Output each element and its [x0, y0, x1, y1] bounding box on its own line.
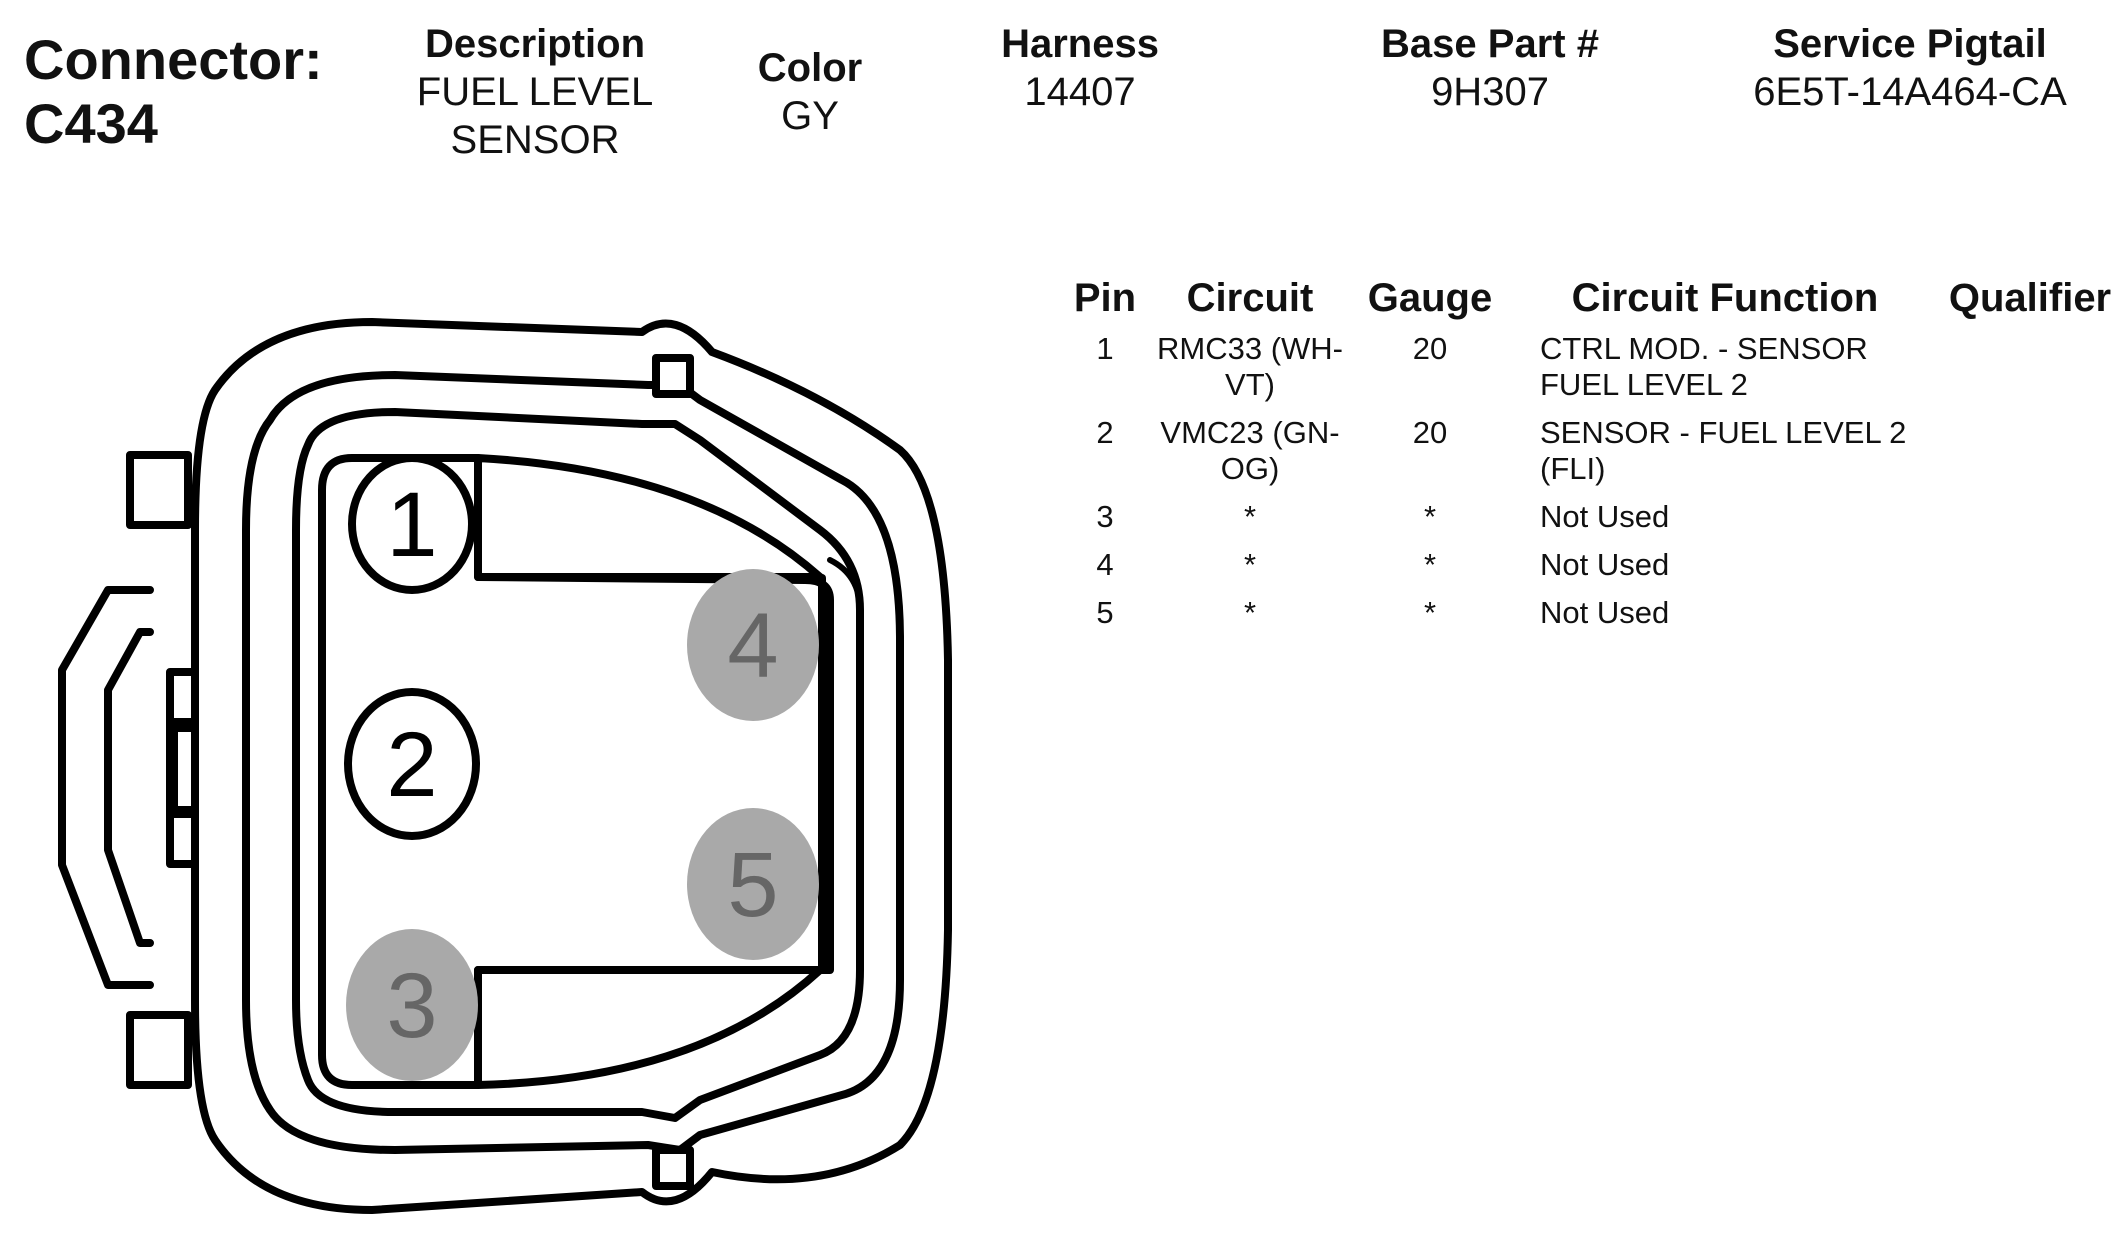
pin-5: 5: [687, 808, 819, 960]
cell-circuit: RMC33 (WH-VT): [1150, 331, 1350, 415]
pin-4-label: 4: [727, 595, 778, 697]
header-circuit: Circuit: [1186, 276, 1314, 320]
cell-circuit-line2: OG): [1220, 451, 1280, 486]
pin-3-label: 3: [386, 955, 437, 1057]
base-part-label: Base Part #: [1381, 22, 1599, 66]
description-column: Description FUEL LEVEL SENSOR: [370, 20, 700, 164]
cell-pin: 4: [1096, 547, 1114, 582]
connector-face-diagram: 1 2 3 4 5: [58, 318, 952, 1214]
latch-bracket-outer: [58, 586, 154, 989]
table-row: 4 * * Not Used: [1060, 547, 2120, 595]
cavity-wedge-bottom: [474, 966, 824, 1089]
description-label: Description: [424, 22, 646, 66]
housing-right-bulge: [827, 557, 863, 613]
harness-column: Harness 14407: [960, 20, 1200, 116]
pin-2: 2: [344, 688, 480, 840]
pin-table: Pin Circuit Gauge Circuit Function Quali…: [1060, 270, 2120, 643]
cell-function-line1: SENSOR - FUEL LEVEL 2: [1540, 415, 1907, 450]
cell-function-line1: CTRL MOD. - SENSOR: [1540, 331, 1868, 366]
cell-qualifier: [1940, 499, 2120, 547]
cell-function-line1: Not Used: [1540, 595, 1670, 630]
header-gauge: Gauge: [1367, 276, 1493, 320]
description-value-line1: FUEL LEVEL: [416, 70, 654, 114]
base-part-column: Base Part # 9H307: [1340, 20, 1640, 116]
pins-layer: 1 2 3 4 5: [344, 454, 819, 1081]
cell-pin: 2: [1096, 415, 1114, 450]
header-circuit-function: Circuit Function: [1571, 276, 1879, 320]
notch-top: [652, 354, 694, 398]
cell-pin: 5: [1096, 595, 1114, 630]
connector-id: C434: [24, 92, 158, 155]
pin-3-cavity: [346, 929, 478, 1081]
pin-1: 1: [348, 454, 476, 594]
description-value-line2: SENSOR: [450, 118, 620, 162]
cell-gauge: 20: [1412, 415, 1448, 450]
color-label: Color: [757, 46, 863, 90]
cell-circuit-function: SENSOR - FUEL LEVEL 2(FLI): [1510, 415, 1940, 499]
cell-qualifier: [1940, 331, 2120, 415]
cell-circuit-function: Not Used: [1510, 547, 1940, 595]
cell-function-line2: FUEL LEVEL 2: [1540, 367, 1748, 402]
cell-circuit-line1: VMC23 (GN-: [1160, 415, 1340, 450]
pin-3: 3: [346, 929, 478, 1081]
connector-title: Connector: C434: [24, 28, 323, 156]
cell-circuit-line1: RMC33 (WH-: [1157, 331, 1343, 366]
cell-circuit-line1: *: [1243, 547, 1257, 582]
cell-circuit-function: Not Used: [1510, 499, 1940, 547]
cell-circuit: *: [1150, 499, 1350, 547]
service-pigtail-column: Service Pigtail 6E5T-14A464-CA: [1700, 20, 2120, 116]
header-qualifier: Qualifier: [1948, 276, 2112, 320]
pin-1-cavity: [348, 454, 476, 594]
notch-bottom: [652, 1146, 694, 1190]
cell-circuit: *: [1150, 595, 1350, 643]
cell-function-line1: Not Used: [1540, 547, 1670, 582]
pin-4-cavity: [687, 569, 819, 721]
latch-tab-bottom: [126, 1011, 192, 1089]
cell-qualifier: [1940, 595, 2120, 643]
header-pin: Pin: [1073, 276, 1137, 320]
service-pigtail-label: Service Pigtail: [1773, 22, 2047, 66]
cell-gauge: 20: [1412, 331, 1448, 366]
cell-pin: 1: [1096, 331, 1114, 366]
pin-4: 4: [687, 569, 819, 721]
cell-circuit: *: [1150, 547, 1350, 595]
table-row: 3 * * Not Used: [1060, 499, 2120, 547]
cell-gauge: *: [1423, 499, 1437, 534]
cell-circuit-line1: *: [1243, 595, 1257, 630]
cell-circuit: VMC23 (GN-OG): [1150, 415, 1350, 499]
cell-function-line1: Not Used: [1540, 499, 1670, 534]
service-pigtail-value: 6E5T-14A464-CA: [1753, 70, 2067, 114]
cell-qualifier: [1940, 547, 2120, 595]
cell-gauge: *: [1423, 547, 1437, 582]
cell-function-line2: (FLI): [1540, 451, 1606, 486]
latch-bracket-inner: [104, 628, 154, 947]
color-value: GY: [781, 94, 839, 138]
cell-pin: 3: [1096, 499, 1114, 534]
connector-label: Connector:: [24, 28, 323, 91]
pin-1-label: 1: [386, 474, 437, 576]
harness-value: 14407: [1024, 70, 1136, 114]
pin-2-cavity: [344, 688, 480, 840]
harness-label: Harness: [1001, 22, 1159, 66]
color-column: Color GY: [700, 44, 920, 140]
cell-circuit-line1: *: [1243, 499, 1257, 534]
table-header-row: Pin Circuit Gauge Circuit Function Quali…: [1060, 270, 2120, 331]
cavity-wedge-top: [474, 454, 824, 581]
table-row: 5 * * Not Used: [1060, 595, 2120, 643]
cell-circuit-function: Not Used: [1510, 595, 1940, 643]
pin-2-label: 2: [386, 714, 437, 816]
pin-5-cavity: [687, 808, 819, 960]
table-row: 2 VMC23 (GN-OG) 20 SENSOR - FUEL LEVEL 2…: [1060, 415, 2120, 499]
base-part-value: 9H307: [1431, 70, 1549, 114]
cell-gauge: *: [1423, 595, 1437, 630]
cell-circuit-line2: VT): [1225, 367, 1275, 402]
pin-5-label: 5: [727, 834, 778, 936]
cell-qualifier: [1940, 415, 2120, 499]
latch-tab-top: [126, 451, 192, 529]
